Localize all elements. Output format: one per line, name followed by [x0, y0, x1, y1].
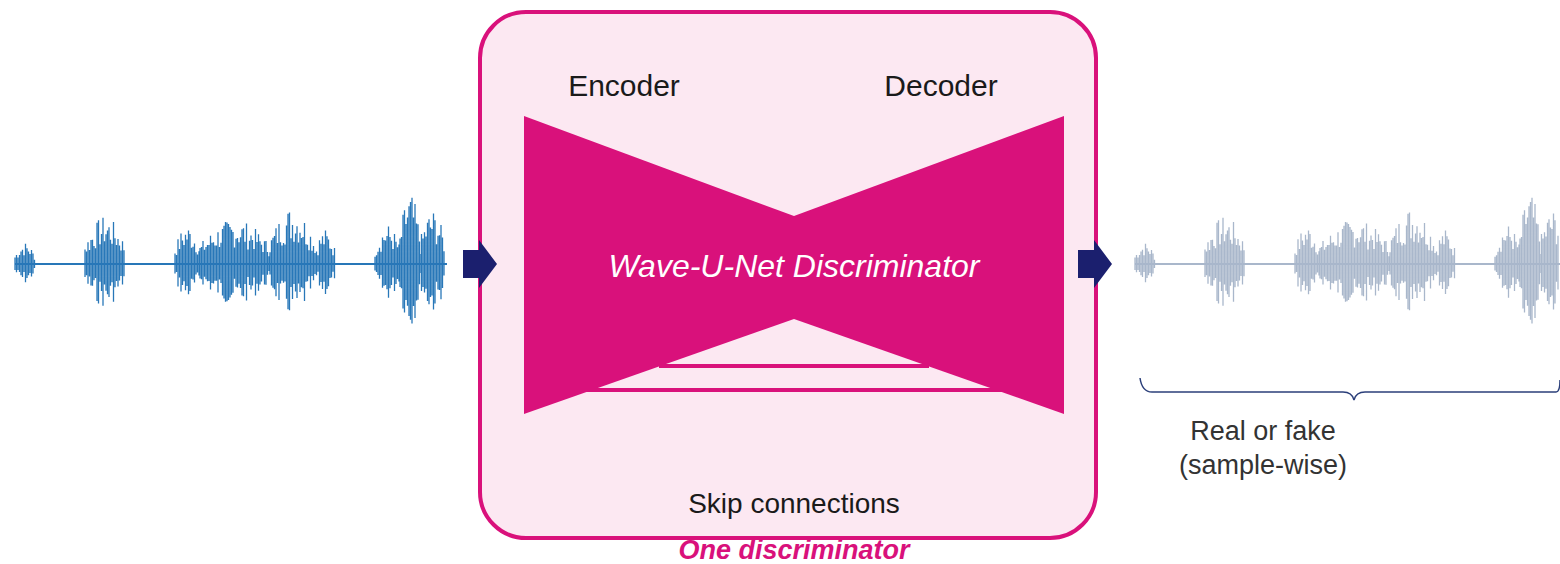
- skip-connection: [584, 388, 1004, 392]
- encoder-label: Encoder: [568, 69, 680, 103]
- flow-arrow: [463, 240, 497, 288]
- network-name-holder: Wave-U-Net Discriminator: [608, 248, 979, 285]
- skip-label: Skip connections: [688, 488, 900, 520]
- network-name: Wave-U-Net Discriminator: [608, 248, 979, 285]
- bracket: [1140, 378, 1560, 400]
- flow-arrow: [1078, 240, 1112, 288]
- decoder-label: Decoder: [884, 69, 997, 103]
- wave-u-net-bowtie: EncoderDecoderWave-U-Net Discriminator: [524, 116, 1064, 414]
- discriminator-box: EncoderDecoderWave-U-Net DiscriminatorSk…: [478, 10, 1098, 540]
- skip-label-holder: Skip connections: [688, 488, 900, 520]
- decoder-label-holder: Decoder: [884, 69, 997, 103]
- output-waveform: [1135, 198, 1558, 324]
- encoder-label-holder: Encoder: [568, 69, 680, 103]
- input-waveform: [15, 198, 444, 324]
- skip-connection: [659, 364, 929, 368]
- output-description: Real or fake (sample-wise): [1179, 416, 1347, 480]
- label-holder: Real or fake (sample-wise): [1158, 414, 1368, 482]
- box-title: One discriminator: [678, 535, 909, 564]
- box-title-holder: One discriminator: [678, 535, 909, 564]
